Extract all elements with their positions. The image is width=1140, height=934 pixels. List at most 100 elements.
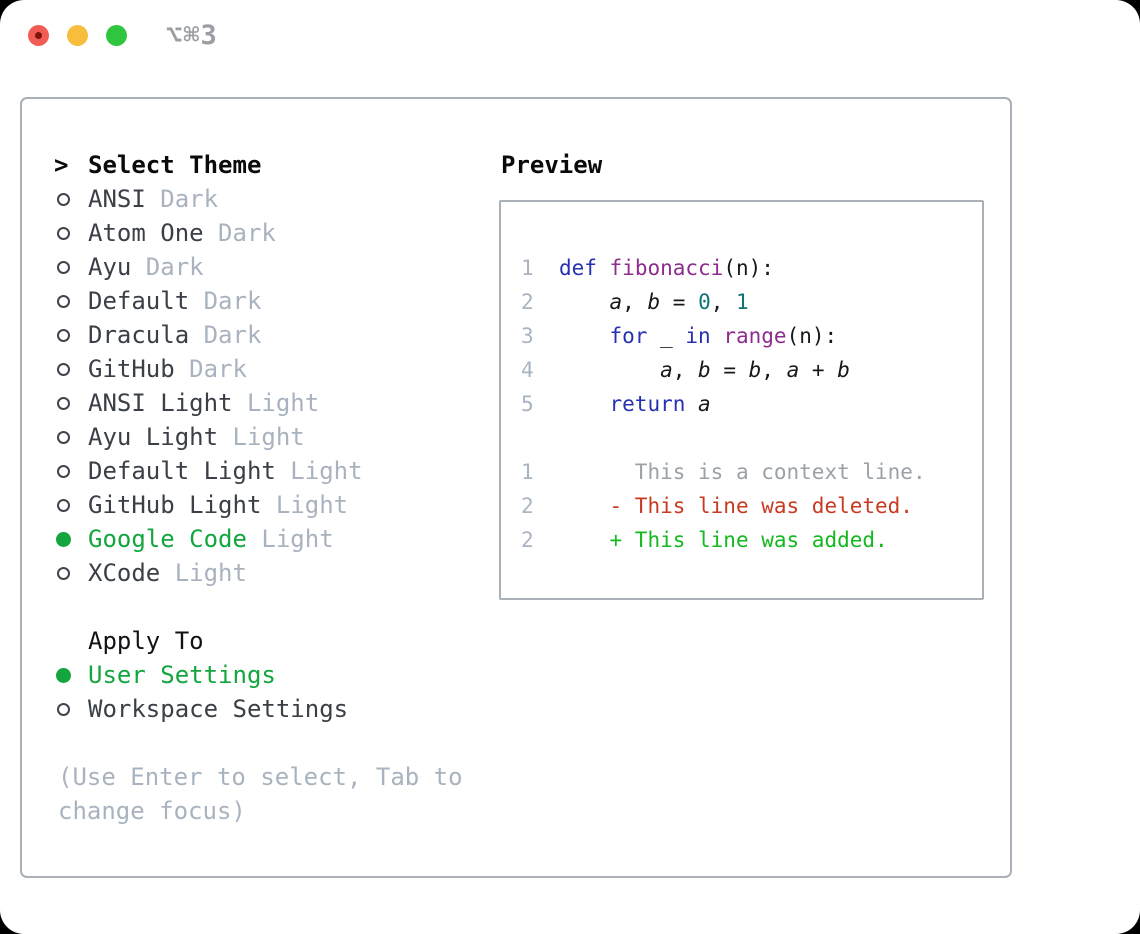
theme-option[interactable]: Default Light Light (54, 454, 463, 488)
diff-text: + This line was added. (609, 528, 888, 552)
theme-variant-label: Dark (145, 185, 219, 213)
select-theme-header: > Select Theme (54, 148, 463, 182)
line-number: 2 (521, 290, 559, 314)
option-label: Workspace Settings (88, 695, 349, 723)
hint-line: (Use Enter to select, Tab to (58, 763, 463, 791)
theme-option[interactable]: Ayu Light Light (54, 420, 463, 454)
radio-cell (54, 226, 88, 240)
code-token (559, 290, 610, 314)
apply-to-header: Apply To (54, 624, 463, 658)
code-token: b (748, 358, 762, 382)
code-token: = (710, 358, 749, 382)
code-token: a (698, 392, 711, 416)
theme-option[interactable]: GitHub Light Light (54, 488, 463, 522)
code-line: 3 for _ in range(n): (521, 319, 982, 353)
diff-line-deleted: 2 - This line was deleted. (521, 489, 982, 523)
theme-option[interactable]: Google Code Light (54, 522, 463, 556)
radio-cell (54, 531, 88, 547)
option-label: User Settings (88, 661, 276, 689)
code-token: = (660, 290, 699, 314)
code-token: , (672, 358, 699, 382)
code-token (559, 392, 610, 416)
theme-option[interactable]: XCode Light (54, 556, 463, 590)
theme-option[interactable]: ANSI Dark (54, 182, 463, 216)
theme-option[interactable]: Atom One Dark (54, 216, 463, 250)
radio-unselected-icon (57, 430, 70, 444)
theme-option[interactable]: Default Dark (54, 284, 463, 318)
zoom-button-icon[interactable] (106, 25, 127, 46)
code-token: , (622, 290, 648, 314)
code-token: _ (647, 324, 686, 348)
code-line: 1 def fibonacci(n): (521, 251, 982, 285)
radio-unselected-icon (57, 260, 70, 274)
radio-cell (54, 667, 88, 683)
traffic-lights (28, 25, 127, 46)
theme-variant-label: Dark (203, 219, 276, 247)
radio-unselected-icon (57, 566, 70, 580)
radio-unselected-icon (57, 498, 70, 512)
code-token: (n): (723, 256, 774, 280)
code-token (559, 324, 610, 348)
code-token (597, 256, 610, 280)
radio-cell (54, 362, 88, 376)
theme-option[interactable]: Dracula Dark (54, 318, 463, 352)
radio-cell (54, 464, 88, 478)
radio-cell (54, 260, 88, 274)
theme-variant-label: Light (246, 525, 334, 553)
code-token: def (558, 256, 597, 280)
preview-title: Preview (501, 151, 603, 179)
theme-variant-label: Dark (189, 321, 262, 349)
close-button-icon[interactable] (28, 25, 49, 46)
theme-option[interactable]: ANSI Light Light (54, 386, 463, 420)
code-line: 5 return a (521, 387, 982, 421)
window-shortcut-label: ⌥⌘3 (166, 20, 218, 51)
radio-cell (54, 192, 88, 206)
radio-selected-icon (56, 531, 71, 547)
option-label: Ayu (88, 253, 132, 281)
apply-to-option[interactable]: User Settings (54, 658, 463, 692)
code-token: (n): (786, 324, 838, 348)
radio-cell (54, 294, 88, 308)
theme-option[interactable]: Ayu Dark (54, 250, 463, 284)
radio-cell (54, 498, 88, 512)
code-token: , (761, 358, 787, 382)
line-number: 1 (521, 256, 559, 280)
radio-unselected-icon (57, 328, 70, 342)
apply-to-option[interactable]: Workspace Settings (54, 692, 463, 726)
theme-variant-label: Dark (131, 253, 204, 281)
code-token: b (698, 358, 711, 382)
minimize-button-icon[interactable] (67, 25, 88, 46)
radio-unselected-icon (57, 702, 70, 716)
line-number: 3 (521, 324, 559, 348)
option-label: ANSI (88, 185, 146, 213)
radio-cell (54, 328, 88, 342)
code-line: 4 a, b = b, a + b (521, 353, 982, 387)
cursor-icon: > (54, 151, 69, 179)
radio-unselected-icon (57, 362, 70, 376)
code-token: b (837, 358, 850, 382)
theme-variant-label: Dark (174, 355, 247, 383)
theme-variant-label: Light (275, 457, 363, 485)
code-token: 1 (736, 290, 749, 314)
line-number: 1 (521, 460, 610, 484)
radio-cell (54, 566, 88, 580)
preview-column: Preview 1 def fibonacci(n):2 a, b = 0, 1… (499, 148, 984, 600)
code-token: range (723, 324, 787, 348)
code-token: 0 (698, 290, 711, 314)
radio-unselected-icon (57, 294, 70, 308)
select-theme-title: Select Theme (88, 151, 262, 179)
code-token (685, 392, 698, 416)
line-number: 5 (521, 392, 559, 416)
code-line: 2 a, b = 0, 1 (521, 285, 982, 319)
code-token (559, 358, 660, 382)
code-token: for (609, 324, 648, 348)
theme-option[interactable]: GitHub Dark (54, 352, 463, 386)
code-token: a (786, 358, 800, 382)
option-label: Default (88, 287, 190, 315)
radio-cell (54, 702, 88, 716)
